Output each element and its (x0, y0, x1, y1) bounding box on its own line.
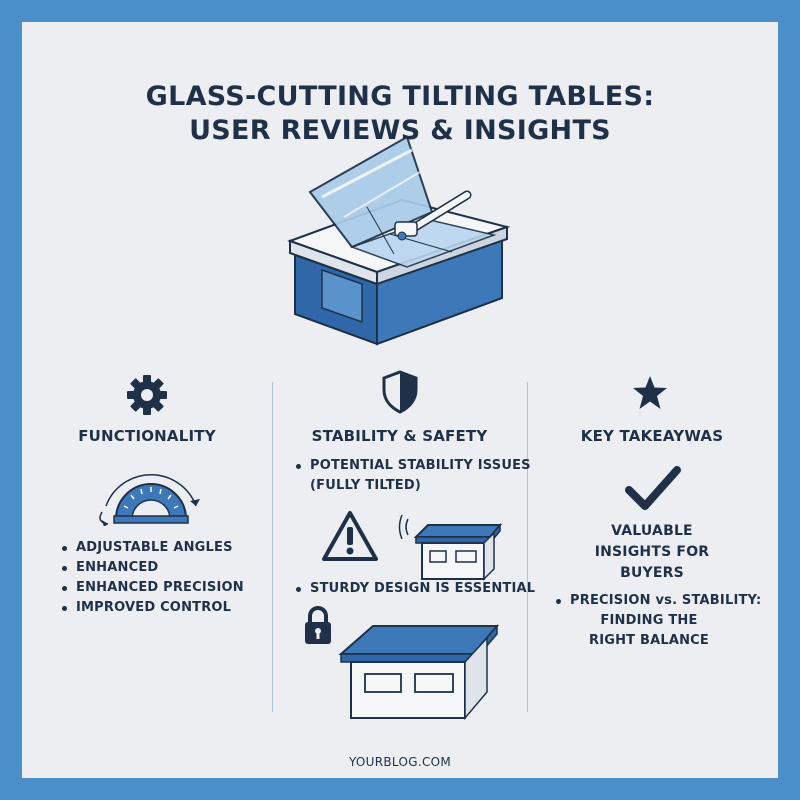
list-item: ENHANCED (60, 558, 244, 578)
insight-line-3: BUYERS (620, 565, 684, 581)
gear-icon (127, 375, 167, 415)
stability-issue-line-1: POTENTIAL STABILITY ISSUES (310, 458, 531, 473)
page-title: GLASS-CUTTING TILTING TABLES: USER REVIE… (22, 80, 778, 148)
title-line-1: GLASS-CUTTING TILTING TABLES: (145, 81, 655, 112)
stability-issue-note: POTENTIAL STABILITY ISSUES (FULLY TILTED… (294, 456, 531, 496)
sturdy-design-note: STURDY DESIGN IS ESSENTIAL (294, 579, 535, 599)
wobbling-table-illustration (398, 514, 503, 581)
insight-line-1: VALUABLE (611, 523, 693, 539)
column-divider-2 (527, 382, 528, 712)
list-item: ENHANCED PRECISION (60, 578, 244, 598)
stability-heading: STABILITY & SAFETY (311, 427, 488, 445)
warning-triangle-icon (322, 511, 378, 561)
balance-line-2: FINDING THE (600, 613, 698, 628)
takeaways-heading: KEY TAKEAYWAS (580, 427, 724, 445)
list-item: IMPROVED CONTROL (60, 598, 244, 618)
padlock-icon (305, 606, 331, 644)
sturdy-design-text: STURDY DESIGN IS ESSENTIAL (310, 581, 536, 596)
functionality-heading: FUNCTIONALITY (78, 427, 216, 445)
star-icon (633, 376, 667, 409)
balance-line-3: RIGHT BALANCE (588, 633, 709, 648)
shield-icon (382, 370, 418, 414)
footer-website[interactable]: YOURBLOG.COM (348, 755, 452, 769)
protractor-icon (99, 474, 200, 526)
tilting-table-illustration (287, 135, 511, 346)
valuable-insights-text: VALUABLE INSIGHTS FOR BUYERS (547, 521, 757, 584)
column-divider-1 (272, 382, 273, 712)
infographic-frame: GLASS-CUTTING TILTING TABLES: USER REVIE… (22, 22, 778, 778)
insight-line-2: INSIGHTS FOR (594, 544, 710, 560)
balance-line-1: PRECISION vs. STABILITY: (570, 593, 762, 608)
sturdy-table-illustration (338, 623, 500, 721)
checkmark-icon (625, 466, 681, 510)
functionality-bullets: ADJUSTABLE ANGLES ENHANCED ENHANCED PREC… (60, 538, 244, 618)
list-item: ADJUSTABLE ANGLES (60, 538, 244, 558)
stability-issue-line-2: (FULLY TILTED) (310, 478, 421, 493)
balance-note: PRECISION vs. STABILITY: FINDING THE RIG… (554, 591, 769, 651)
